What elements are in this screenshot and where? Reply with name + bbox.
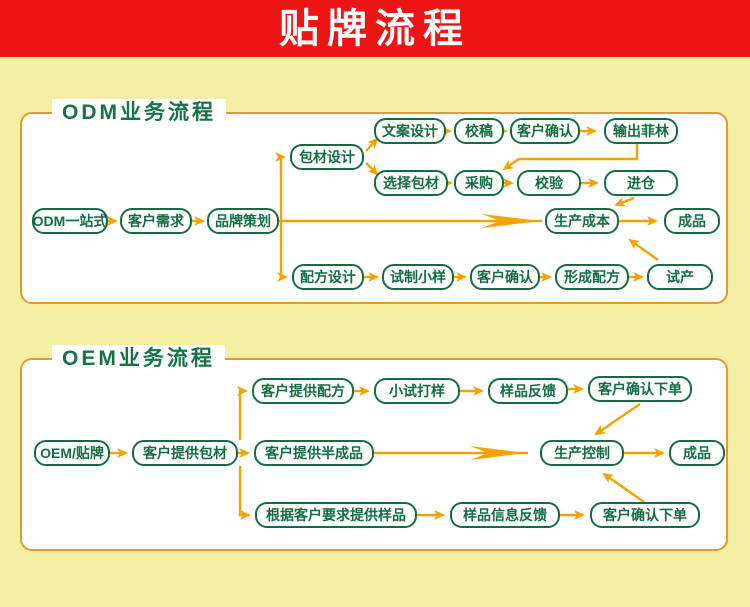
odm-node-formula-formed: 形成配方 [555,264,629,290]
odm-node-copy-design: 文案设计 [374,118,446,144]
oem-node-sample-feedback: 样品反馈 [488,378,568,404]
odm-flow-panel: ODM业务流程 [20,99,728,304]
odm-node-purchase: 采购 [454,170,504,196]
odm-node-production-cost: 生产成本 [545,208,619,234]
odm-node-packaging-design: 包材设计 [290,144,364,170]
page-title: 贴牌流程 [279,5,471,52]
odm-node-trial-production: 试产 [647,264,713,290]
odm-node-formula-design: 配方设计 [292,264,364,290]
odm-node-film-output: 输出菲林 [604,118,678,144]
odm-node-customer-confirm-1: 客户确认 [510,118,580,144]
odm-node-warehouse: 进仓 [604,170,678,196]
odm-flow-arrows [107,126,659,282]
odm-node-start: ODM一站式 [32,208,108,234]
odm-node-finished-product: 成品 [664,208,720,234]
oem-node-customer-packaging: 客户提供包材 [132,440,238,466]
oem-panel-title: OEM业务流程 [52,345,225,373]
oem-node-confirm-order-2: 客户确认下单 [590,502,700,528]
oem-node-confirm-order-1: 客户确认下单 [588,376,692,402]
odm-node-brand-planning: 品牌策划 [207,208,279,234]
odm-node-trial-sample: 试制小样 [382,264,454,290]
odm-node-customer-demand: 客户需求 [120,208,192,234]
oem-node-production-control: 生产控制 [540,440,624,466]
oem-flow-panel: OEM业务流程 OEM/贴牌 客户提供包材 客户提供配方 小试打样 样品反馈 客… [20,345,728,551]
page-title-banner: 贴牌流程 [0,0,750,57]
oem-node-start: OEM/贴牌 [34,440,110,466]
odm-node-inspection: 校验 [517,170,581,196]
odm-node-select-packaging: 选择包材 [374,170,448,196]
oem-node-customer-semi-finished: 客户提供半成品 [254,440,374,466]
oem-node-finished-product: 成品 [669,440,725,466]
oem-node-custom-sample: 根据客户要求提供样品 [255,502,417,528]
oem-node-small-trial: 小试打样 [374,378,460,404]
odm-node-customer-confirm-2: 客户确认 [470,264,540,290]
oem-flow-arrows [110,384,665,520]
odm-panel-title: ODM业务流程 [52,99,226,127]
oem-node-sample-info-feedback: 样品信息反馈 [450,502,560,528]
oem-node-customer-formula: 客户提供配方 [252,378,354,404]
odm-node-proofreading: 校稿 [454,118,504,144]
